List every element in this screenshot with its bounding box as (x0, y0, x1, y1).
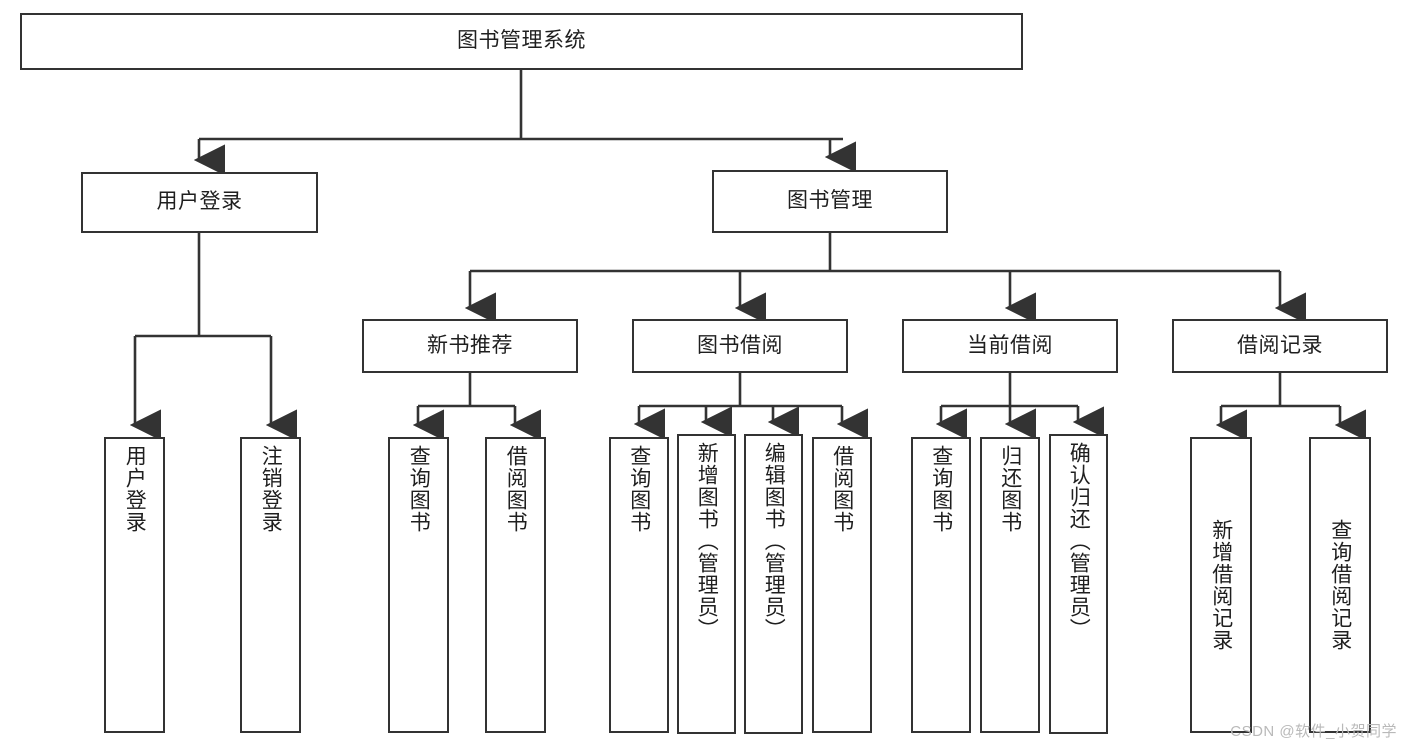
node-leaf-borrow-book-1[interactable]: 借阅图书 (485, 437, 546, 733)
node-leaf-user-login[interactable]: 用户登录 (104, 437, 165, 733)
node-label: 借阅图书 (830, 445, 854, 533)
node-book-borrow[interactable]: 图书借阅 (632, 319, 848, 373)
node-leaf-confirm-return[interactable]: 确认归还（管理员） (1049, 434, 1108, 734)
node-leaf-add-book[interactable]: 新增图书（管理员） (677, 434, 736, 734)
node-label: 编辑图书（管理员） (762, 442, 786, 640)
node-book-management-system[interactable]: 图书管理系统 (20, 13, 1023, 70)
node-label: 用户登录 (123, 445, 147, 533)
node-borrow-record[interactable]: 借阅记录 (1172, 319, 1388, 373)
node-new-book-recommend[interactable]: 新书推荐 (362, 319, 578, 373)
node-leaf-query-record[interactable]: 查询借阅记录 (1309, 437, 1371, 733)
node-label: 图书管理系统 (457, 29, 586, 53)
node-label: 查询图书 (627, 445, 651, 533)
node-label: 借阅图书 (504, 445, 528, 533)
node-leaf-return-book[interactable]: 归还图书 (980, 437, 1040, 733)
node-book-management[interactable]: 图书管理 (712, 170, 948, 233)
node-leaf-borrow-book-2[interactable]: 借阅图书 (812, 437, 872, 733)
node-leaf-user-logout[interactable]: 注销登录 (240, 437, 301, 733)
node-label: 查询借阅记录 (1328, 519, 1352, 651)
node-label: 当前借阅 (967, 333, 1053, 357)
node-leaf-edit-book[interactable]: 编辑图书（管理员） (744, 434, 803, 734)
csdn-watermark: CSDN @软件_小贺同学 (1230, 723, 1397, 740)
node-label: 新增图书（管理员） (695, 442, 719, 640)
node-leaf-query-book-1[interactable]: 查询图书 (388, 437, 449, 733)
node-leaf-query-book-3[interactable]: 查询图书 (911, 437, 971, 733)
node-leaf-query-book-2[interactable]: 查询图书 (609, 437, 669, 733)
node-label: 归还图书 (998, 445, 1022, 533)
node-label: 新书推荐 (427, 333, 513, 357)
node-leaf-add-record[interactable]: 新增借阅记录 (1190, 437, 1252, 733)
node-label: 确认归还（管理员） (1067, 442, 1091, 640)
node-label: 注销登录 (259, 445, 283, 533)
node-label: 借阅记录 (1237, 333, 1323, 357)
node-label: 新增借阅记录 (1209, 519, 1233, 651)
node-label: 图书借阅 (697, 333, 783, 357)
node-label: 查询图书 (407, 445, 431, 533)
node-label: 图书管理 (787, 189, 873, 213)
node-label: 用户登录 (156, 190, 243, 214)
node-user-login[interactable]: 用户登录 (81, 172, 318, 233)
node-current-borrow[interactable]: 当前借阅 (902, 319, 1118, 373)
node-label: 查询图书 (929, 445, 953, 533)
